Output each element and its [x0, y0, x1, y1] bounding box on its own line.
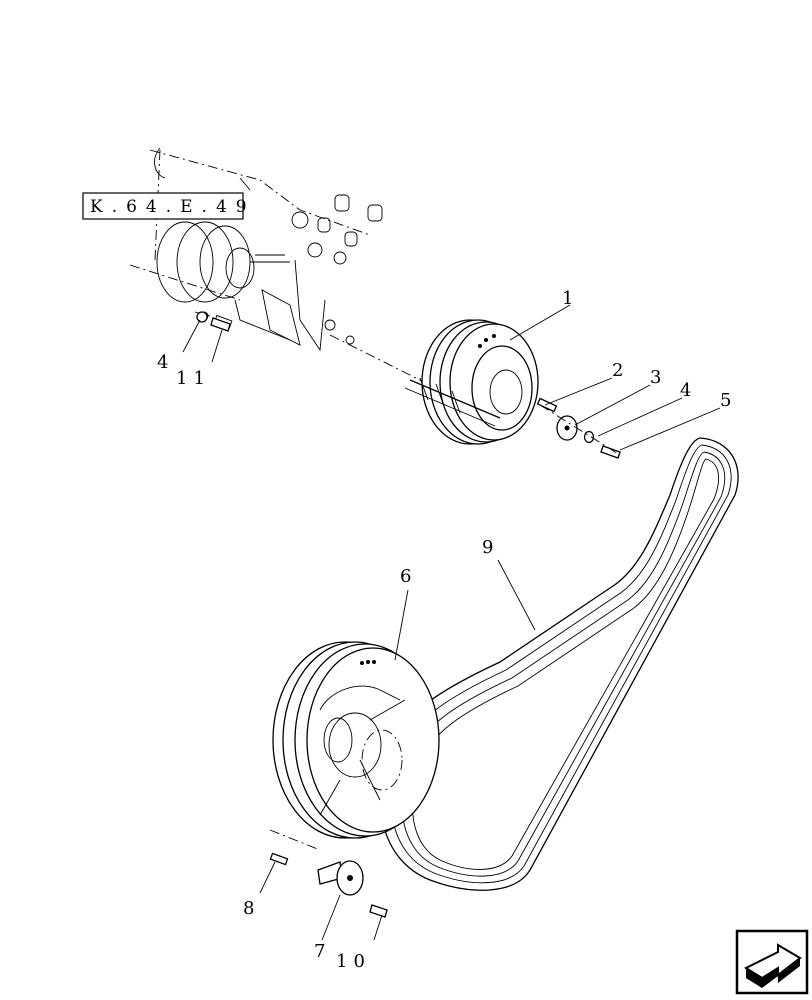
- shaft-hardware: [536, 397, 621, 459]
- callout-labels: 1 2 3 4 5 4 11 6 9 8 7 10: [157, 288, 737, 972]
- callout-11: 11: [176, 368, 211, 389]
- callout-9: 9: [482, 537, 499, 558]
- reference-assembly: [129, 147, 471, 411]
- callout-7: 7: [314, 941, 331, 962]
- callout-6: 6: [400, 566, 417, 587]
- drive-belt: [379, 437, 739, 891]
- reference-box[interactable]: K.64.E.49: [82, 192, 256, 220]
- callout-10: 10: [336, 951, 371, 972]
- leader-lines: [182, 304, 721, 941]
- upper-pulley: [404, 319, 539, 445]
- callout-3: 3: [650, 367, 667, 388]
- callout-5: 5: [720, 390, 737, 411]
- reference-box-label: K.64.E.49: [90, 197, 256, 217]
- lower-hardware: [269, 852, 388, 918]
- callout-8: 8: [243, 898, 260, 919]
- next-page-arrow-icon[interactable]: [735, 929, 809, 995]
- callout-4-left: 4: [157, 352, 174, 373]
- callout-2: 2: [612, 360, 629, 381]
- lower-pulley: [269, 641, 440, 851]
- left-hardware: [196, 311, 231, 332]
- callout-4-right: 4: [680, 380, 697, 401]
- callout-1: 1: [562, 288, 579, 309]
